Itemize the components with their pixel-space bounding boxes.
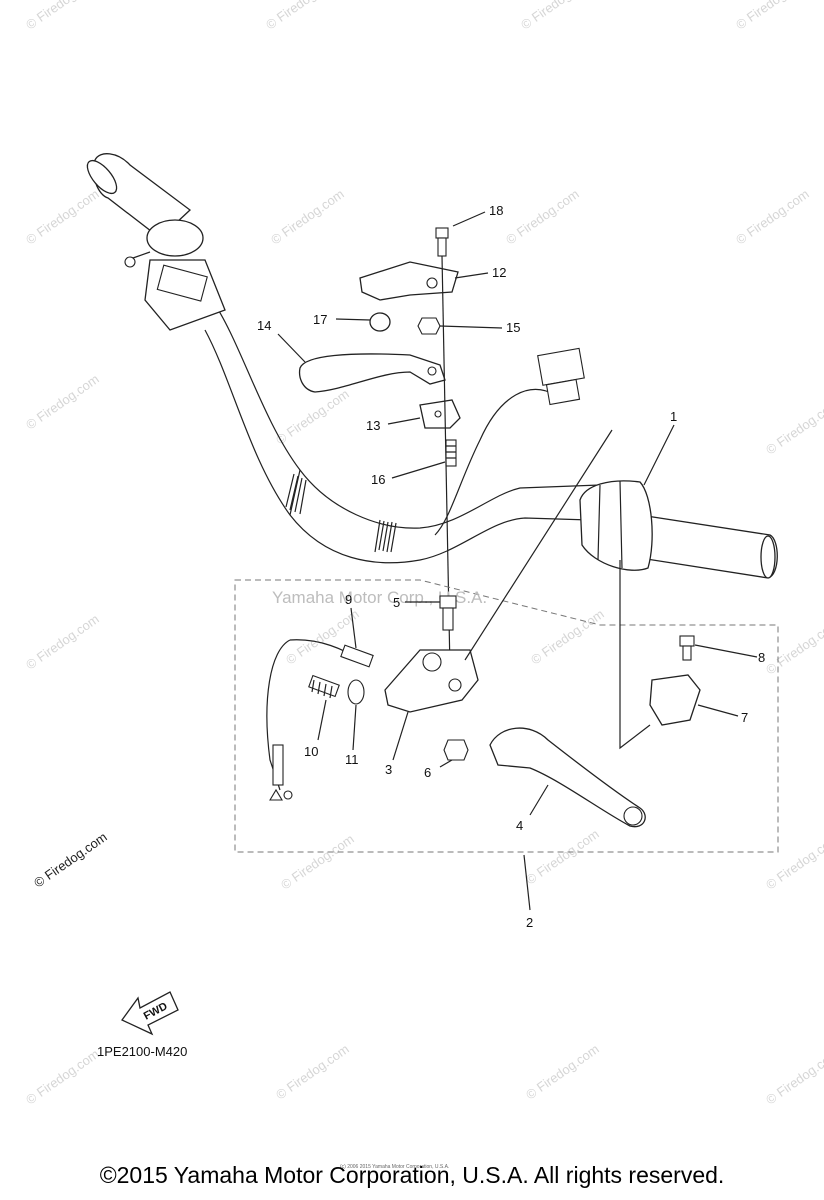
knurl	[285, 473, 397, 553]
part-14-hot-start-lever	[298, 353, 446, 393]
callout-8: 8	[758, 650, 765, 665]
watermark: © Firedog.com	[523, 826, 602, 887]
part-15-nut	[417, 317, 441, 335]
callout-4: 4	[516, 818, 523, 833]
part-7-clamp	[464, 429, 701, 750]
callout-3: 3	[385, 762, 392, 777]
callout-9: 9	[345, 592, 352, 607]
part-11-locknut	[347, 679, 365, 705]
switch-assembly	[434, 347, 653, 571]
callout-10: 10	[304, 744, 318, 759]
part-6-nut	[443, 739, 469, 761]
part-18-bolt	[435, 227, 449, 257]
callout-11: 11	[345, 752, 359, 767]
watermark: © Firedog.com	[23, 371, 102, 432]
callout-17: 17	[313, 312, 327, 327]
part-code: 1PE2100-M420	[97, 1044, 187, 1059]
watermark: © Firedog.com	[273, 1041, 352, 1102]
leader-lines	[277, 211, 758, 911]
part-9-cable	[266, 639, 374, 801]
watermark: © Firedog.com	[503, 186, 582, 247]
handlebar	[204, 299, 601, 564]
part-13-plate	[419, 399, 461, 429]
watermark: © Firedog.com	[23, 0, 102, 32]
tiny-credit: (c) 2006 2015 Yamaha Motor Corporation, …	[340, 1164, 449, 1170]
part-16-screw	[445, 439, 457, 467]
watermark: © Firedog.com	[23, 1046, 102, 1107]
callout-2: 2	[526, 915, 533, 930]
watermark: © Firedog.com	[733, 186, 812, 247]
part-5-bolt	[439, 595, 457, 631]
watermark: © Firedog.com	[268, 186, 347, 247]
callout-6: 6	[424, 765, 431, 780]
forward-arrow: FWD	[121, 991, 179, 1036]
watermark: © Firedog.com	[278, 831, 357, 892]
watermark-dark: © Firedog.com	[31, 829, 110, 890]
part-12-bracket	[359, 261, 459, 301]
callouts: 18 12 17 15 14 13 16 1 5 9 8 7 10 11 3 6…	[257, 203, 765, 930]
part-17-cap	[369, 312, 391, 332]
copyright-notice: ©2015 Yamaha Motor Corporation, U.S.A. A…	[99, 1162, 725, 1188]
watermark: © Firedog.com	[273, 386, 352, 447]
right-grip	[639, 514, 778, 579]
watermark: © Firedog.com	[763, 396, 824, 457]
watermark: © Firedog.com	[763, 831, 824, 892]
watermark: © Firedog.com	[523, 1041, 602, 1102]
watermark: © Firedog.com	[763, 1046, 824, 1107]
watermark: © Firedog.com	[518, 0, 597, 32]
watermark: © Firedog.com	[733, 0, 812, 32]
part-4-lever	[489, 727, 646, 828]
callout-1: 1	[670, 409, 677, 424]
callout-7: 7	[741, 710, 748, 725]
watermark: © Firedog.com	[23, 611, 102, 672]
callout-13: 13	[366, 418, 380, 433]
callout-14: 14	[257, 318, 271, 333]
watermark: © Firedog.com	[528, 606, 607, 667]
part-10-adjuster	[308, 674, 340, 699]
lever-assembly-boundary	[234, 579, 779, 853]
master-cylinder	[124, 219, 226, 331]
callout-5: 5	[393, 595, 400, 610]
callout-15: 15	[506, 320, 520, 335]
part-8-screw	[679, 635, 695, 661]
callout-12: 12	[492, 265, 506, 280]
watermark: © Firedog.com	[23, 186, 102, 247]
callout-18: 18	[489, 203, 503, 218]
watermark: © Firedog.com	[263, 0, 342, 32]
part-3-holder	[384, 649, 479, 713]
callout-16: 16	[371, 472, 385, 487]
